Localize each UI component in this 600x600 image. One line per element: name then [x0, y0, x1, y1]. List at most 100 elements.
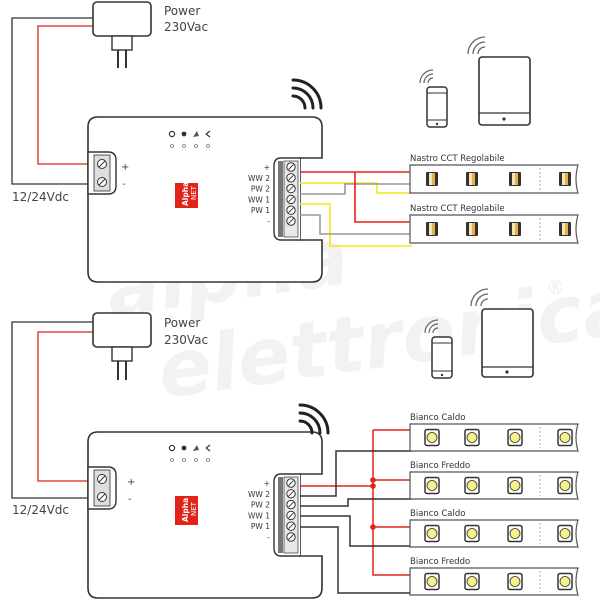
- output-terminal-label: +: [264, 163, 270, 172]
- terminal-screw: [286, 532, 296, 542]
- logo-text-net: NET: [190, 501, 198, 516]
- output-terminal-label: WW 2: [248, 174, 270, 183]
- white-led-chip: [464, 524, 480, 543]
- terminal-screw: [286, 499, 296, 510]
- voltage-label: 230Vac: [164, 20, 208, 34]
- led-strip: Nastro CCT Regolabile: [409, 204, 579, 244]
- led-strip-label: Bianco Caldo: [410, 509, 465, 519]
- dc-voltage-label: 12/24Vdc: [12, 190, 69, 204]
- cct-led-chip: [466, 222, 478, 236]
- output-terminal-label: -: [267, 533, 270, 542]
- white-led-chip: [507, 476, 523, 495]
- output-terminal-label: PW 1: [251, 522, 270, 531]
- wifi-signal-icon: [291, 78, 323, 110]
- white-led-chip: [557, 428, 573, 447]
- power-led-icon: [168, 444, 176, 452]
- dc-voltage-label: 12/24Vdc: [12, 503, 69, 517]
- white-led-chip: [557, 476, 573, 495]
- status-indicators: [168, 444, 211, 462]
- led-strip-label: Nastro CCT Regolabile: [410, 204, 505, 214]
- white-led-chip: [464, 476, 480, 495]
- status-indicators: [168, 130, 211, 148]
- cct-led-chip: [466, 172, 478, 186]
- dc-positive-wire: [37, 331, 95, 482]
- white-led-chip: [424, 428, 440, 447]
- alphanet-logo: Alpha NET: [175, 496, 198, 525]
- power-label: Power: [164, 316, 200, 330]
- watermark-mark: ®: [544, 274, 567, 301]
- input-terminal-block: [87, 466, 117, 510]
- terminal-screw: [286, 510, 296, 521]
- led-strip: Bianco Freddo: [409, 557, 579, 596]
- terminal-screw: [286, 162, 296, 172]
- output-terminal-block: [273, 157, 300, 241]
- cct-wires: [300, 171, 412, 247]
- dc-positive-wire: [37, 25, 95, 165]
- cct-led-chip: [426, 172, 438, 186]
- terminal-screw: [286, 205, 296, 215]
- dc-negative-wire: [11, 321, 95, 499]
- output-terminal-label: -: [267, 217, 270, 226]
- signal-led-icon: [193, 445, 199, 451]
- alphanet-logo: Alpha NET: [175, 182, 198, 208]
- output-terminal-label: +: [264, 479, 270, 488]
- led-strip: Nastro CCT Regolabile: [409, 154, 579, 194]
- mono-wires: [300, 429, 412, 594]
- input-terminal-block: [87, 151, 117, 195]
- led-strip: Bianco Freddo: [409, 461, 579, 500]
- smartphone-icon: [424, 319, 453, 379]
- logo-text-alpha: Alpha: [181, 182, 190, 206]
- output-terminal-label: PW 1: [251, 206, 270, 215]
- terminal-screw: [286, 489, 296, 499]
- tablet-icon: [467, 36, 531, 126]
- terminal-screw: [286, 194, 296, 205]
- power-adapter-icon: [92, 1, 152, 68]
- dc-negative-wire: [11, 17, 95, 185]
- input-minus-label: -: [128, 494, 132, 505]
- power-adapter-icon: [92, 312, 152, 380]
- wifi-signal-icon: [298, 403, 330, 435]
- led-strip-label: Bianco Freddo: [410, 557, 470, 567]
- input-plus-label: +: [121, 162, 129, 173]
- wireless-led-icon: [205, 444, 211, 452]
- terminal-screw: [286, 173, 296, 183]
- cct-led-chip: [559, 222, 571, 236]
- mono-wiring-diagram: Power 230Vac 12/24Vdc + - Alpha NET: [11, 288, 579, 599]
- power-led-icon: [168, 130, 176, 138]
- white-led-chip: [507, 428, 523, 447]
- input-minus-label: -: [122, 179, 126, 190]
- white-led-chip: [557, 572, 573, 591]
- smartphone-icon: [419, 69, 448, 128]
- status-led-icon: [181, 445, 187, 451]
- wireless-led-icon: [205, 130, 211, 138]
- tablet-icon: [470, 288, 534, 378]
- output-terminal-label: WW 1: [248, 511, 270, 520]
- led-strip: Bianco Caldo: [409, 509, 579, 548]
- output-terminal-block: [273, 473, 300, 557]
- output-terminal-label: WW 1: [248, 195, 270, 204]
- controller-body: [87, 431, 323, 599]
- white-led-chip: [507, 524, 523, 543]
- status-led-icon: [181, 131, 187, 137]
- led-strip-label: Bianco Caldo: [410, 413, 465, 423]
- terminal-screw: [286, 183, 296, 194]
- cct-led-chip: [426, 222, 438, 236]
- input-plus-label: +: [127, 477, 135, 488]
- cct-wiring-diagram: Power 230Vac 12/24Vdc + - Alpha: [11, 1, 579, 283]
- white-led-chip: [464, 428, 480, 447]
- white-led-chip: [424, 524, 440, 543]
- power-label: Power: [164, 4, 200, 18]
- terminal-screw: [286, 478, 296, 488]
- led-strip-label: Bianco Freddo: [410, 461, 470, 471]
- output-terminal-label: PW 2: [251, 185, 270, 194]
- terminal-screw: [286, 216, 296, 226]
- voltage-label: 230Vac: [164, 333, 208, 347]
- led-strip-label: Nastro CCT Regolabile: [410, 154, 505, 164]
- terminal-screw: [286, 521, 296, 531]
- white-led-chip: [507, 572, 523, 591]
- cct-led-chip: [559, 172, 571, 186]
- led-strip: Bianco Caldo: [409, 413, 579, 452]
- logo-text-net: NET: [190, 185, 198, 200]
